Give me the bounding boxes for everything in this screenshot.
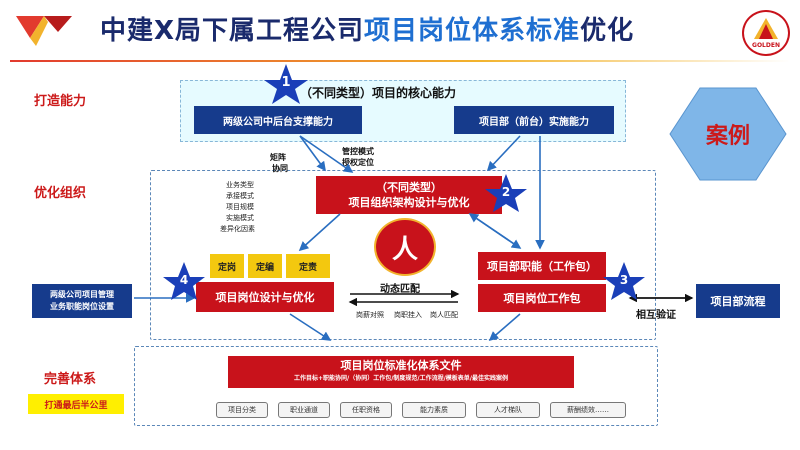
- hq-post-line2: 业务职能岗位设置: [50, 302, 114, 311]
- standard-system-panel: [134, 346, 658, 426]
- title-underline: [10, 60, 790, 62]
- org-title-line2: 项目组织架构设计与优化: [348, 196, 470, 209]
- organization-panel: [150, 170, 656, 340]
- org-structure-design-box: （不同类型） 项目组织架构设计与优化: [316, 176, 502, 214]
- section-label-system: 完善体系: [44, 372, 97, 387]
- backoffice-capability-box: 两级公司中后台支撑能力: [194, 106, 362, 134]
- factor-item: 承接模式: [226, 192, 254, 200]
- section-label-organization: 优化组织: [34, 186, 87, 201]
- person-label: 人: [391, 234, 418, 265]
- post-workpackage-box: 项目岗位工作包: [478, 284, 606, 312]
- page-title: 中建X局下属工程公司项目岗位体系标准优化: [100, 16, 635, 46]
- factor-item: 差异化因素: [220, 225, 255, 233]
- match-sub-person: 岗人匹配: [430, 311, 458, 319]
- project-function-box: 项目部职能（工作包）: [478, 252, 606, 280]
- star-number-2: 2: [501, 185, 511, 199]
- org-title-line1: （不同类型）: [376, 181, 442, 194]
- tag-define-duty: 定责: [286, 254, 330, 278]
- pill-career-path: 职业通道: [278, 402, 330, 418]
- pyramid-icon: [754, 18, 778, 39]
- logo-text: GOLDEN: [752, 42, 780, 49]
- pill-project-classification: 项目分类: [216, 402, 268, 418]
- standard-system-title: 项目岗位标准化体系文件: [340, 359, 462, 372]
- tag-define-post: 定岗: [210, 254, 244, 278]
- section-label-capability: 打造能力: [34, 94, 87, 109]
- match-sub-salary: 岗薪对照: [356, 311, 384, 319]
- case-label: 案例: [705, 124, 750, 149]
- pill-talent-pipeline: 人才梯队: [476, 402, 540, 418]
- factor-item: 项目规模: [226, 203, 254, 211]
- factor-item: 实施模式: [226, 214, 254, 222]
- section-badge-last-mile: 打通最后半公里: [28, 394, 124, 414]
- person-circle: 人: [374, 218, 436, 276]
- star-number-1: 1: [281, 75, 291, 90]
- star-number-4: 4: [179, 273, 189, 287]
- hq-post-setting-box: 两级公司项目管理 业务职能岗位设置: [32, 284, 132, 318]
- standard-system-box: 项目岗位标准化体系文件 工作目标+职能协同/（协同）工作包/制度规范/工作流程/…: [228, 356, 574, 388]
- brand-logo-icon: [14, 12, 74, 52]
- authorization-label: 授权定位: [342, 158, 374, 167]
- header: [0, 0, 800, 62]
- standard-system-subtitle: 工作目标+职能协同/（协同）工作包/制度规范/工作流程/模板表单/最佳实践案例: [294, 375, 508, 382]
- collab-label: 协同: [272, 164, 288, 173]
- arrow-group: [134, 135, 545, 342]
- matrix-label: 矩阵: [270, 153, 286, 162]
- frontline-capability-box: 项目部（前台）实施能力: [454, 106, 614, 134]
- pill-competency: 能力素质: [402, 402, 466, 418]
- project-process-box: 项目部流程: [696, 284, 780, 318]
- case-badge: 案例: [666, 84, 790, 184]
- post-design-box: 项目岗位设计与优化: [196, 282, 334, 312]
- control-mode-label: 管控模式: [342, 147, 374, 156]
- golden-logo: GOLDEN: [742, 10, 790, 56]
- core-capability-title: （不同类型）项目的核心能力: [300, 86, 457, 100]
- star-markers: [163, 64, 645, 300]
- org-factors-list: 业务类型 承接模式 项目规模 实施模式 差异化因素: [220, 180, 272, 235]
- match-sub-duty: 岗职挂入: [394, 311, 422, 319]
- star-number-3: 3: [619, 273, 629, 287]
- pill-compensation: 薪酬绩效……: [550, 402, 626, 418]
- tag-define-staffing: 定编: [248, 254, 282, 278]
- dynamic-match-label: 动态匹配: [380, 284, 420, 295]
- match-arrows: [348, 289, 694, 307]
- pill-qualification: 任职资格: [340, 402, 392, 418]
- hq-post-line1: 两级公司项目管理: [50, 290, 114, 299]
- mutual-verification-label: 相互验证: [636, 310, 676, 321]
- factor-item: 业务类型: [226, 181, 254, 189]
